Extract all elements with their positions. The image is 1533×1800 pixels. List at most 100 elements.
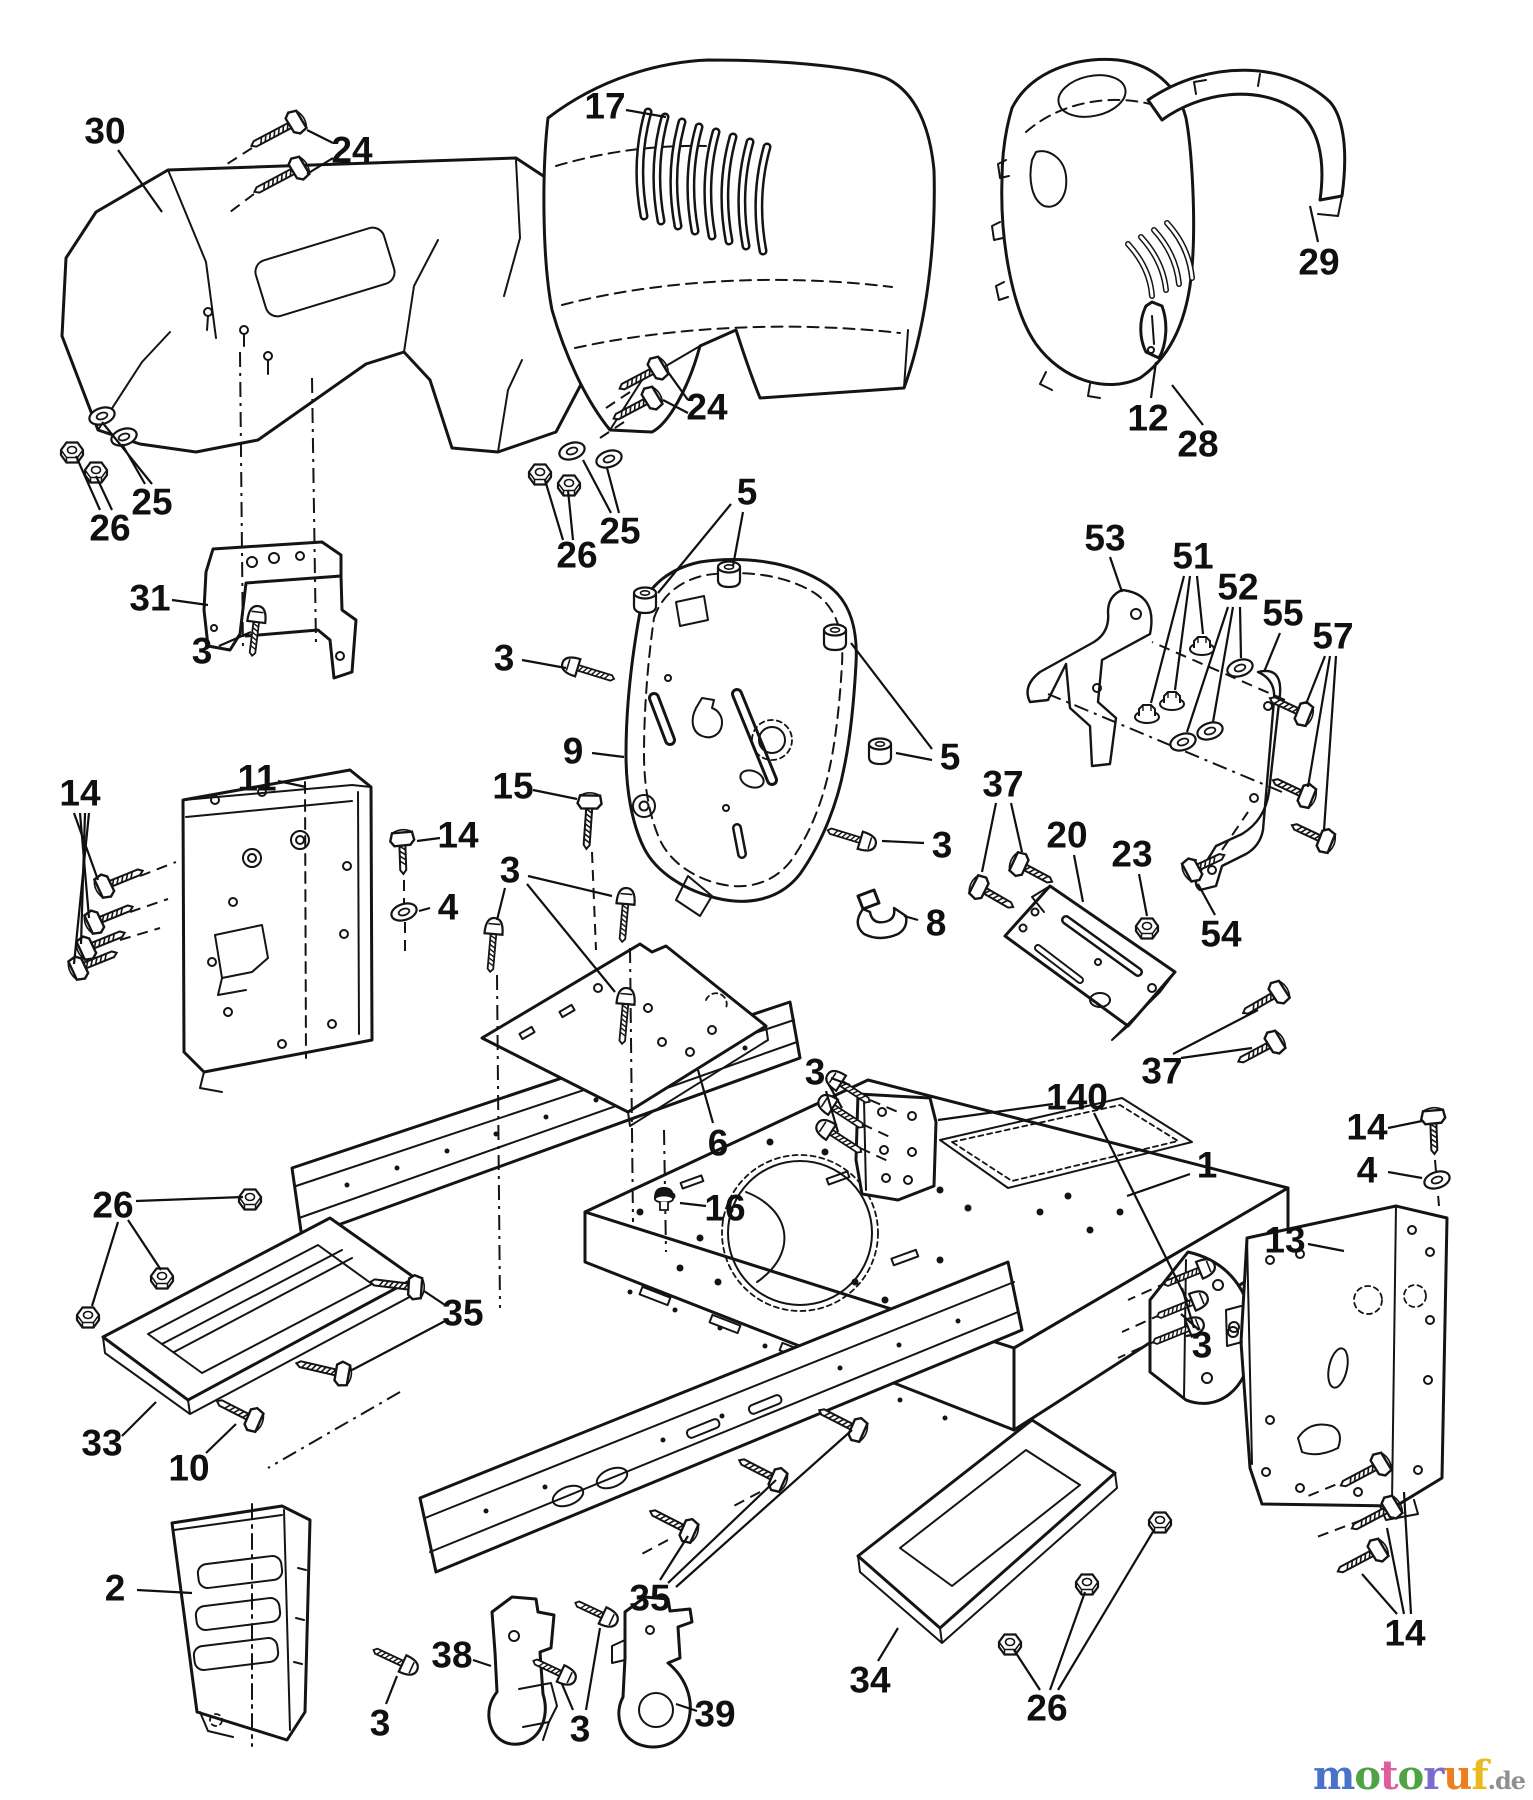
part-number-label: 57 bbox=[1312, 616, 1353, 657]
part-number-label: 3 bbox=[494, 638, 515, 679]
hw-flangenut-part-51 bbox=[1134, 704, 1160, 724]
hw-nut-part-26 bbox=[1074, 1573, 1100, 1596]
hw-bolt-part-57 bbox=[1268, 696, 1315, 728]
leader-line bbox=[903, 914, 919, 922]
watermark-logo: motoruf.de bbox=[1313, 1756, 1526, 1796]
watermark-letter: o bbox=[1397, 1752, 1425, 1799]
leader-line bbox=[667, 1479, 777, 1584]
leader-line bbox=[1137, 873, 1149, 917]
frame-rail-lower bbox=[418, 1260, 1024, 1574]
watermark-letter: r bbox=[1423, 1752, 1444, 1799]
hw-nut-part-26 bbox=[997, 1633, 1023, 1656]
leader-line bbox=[526, 883, 616, 993]
fender-deck-30 bbox=[60, 156, 606, 454]
footrest-33 bbox=[101, 1216, 418, 1415]
part-number-label: 3 bbox=[500, 850, 521, 891]
hw-bushing-part-5 bbox=[867, 737, 893, 766]
hood-17 bbox=[542, 58, 936, 434]
hw-bolt-part-24 bbox=[252, 155, 311, 194]
leader-line bbox=[351, 1319, 448, 1371]
hw-nut-part-26 bbox=[59, 441, 85, 464]
hw-screw-part-3 bbox=[615, 986, 636, 1046]
hw-nut-part-26 bbox=[83, 461, 109, 484]
hw-bolt-part-35 bbox=[817, 1408, 869, 1444]
leader-line bbox=[1361, 1573, 1398, 1615]
part-number-label: 5 bbox=[940, 737, 961, 778]
part-number-label: 9 bbox=[563, 731, 584, 772]
part-number-label: 35 bbox=[442, 1293, 483, 1334]
part-number-label: 15 bbox=[492, 766, 533, 807]
leader-line bbox=[591, 751, 625, 759]
hw-washer-part-4 bbox=[1423, 1170, 1451, 1190]
cable-clip-8 bbox=[856, 888, 908, 940]
leader-line bbox=[659, 1535, 689, 1581]
hood-latch-12 bbox=[1139, 300, 1168, 360]
part-number-label: 14 bbox=[1346, 1107, 1388, 1148]
hw-nut-part-23 bbox=[1134, 917, 1160, 940]
leader-line bbox=[1173, 575, 1192, 691]
leader-line bbox=[937, 1102, 1054, 1122]
part-number-label: 8 bbox=[926, 903, 947, 944]
leader-line bbox=[95, 475, 113, 511]
leader-line bbox=[1180, 1313, 1200, 1331]
hw-bolt-part-14 bbox=[1350, 1494, 1404, 1531]
bracket-38 bbox=[487, 1595, 558, 1746]
leader-line bbox=[1009, 802, 1024, 853]
part-number-label: 24 bbox=[686, 387, 728, 428]
leader-line bbox=[101, 421, 153, 485]
leader-line bbox=[1185, 1331, 1206, 1338]
leader-line bbox=[423, 1290, 446, 1306]
part-number-label: 37 bbox=[982, 764, 1023, 805]
part-number-label: 2 bbox=[105, 1568, 126, 1609]
part-number-label: 14 bbox=[1384, 1613, 1426, 1654]
part-number-label: 26 bbox=[556, 535, 597, 576]
leader-line bbox=[675, 1429, 853, 1588]
part-number-label: 25 bbox=[131, 482, 172, 523]
side-trim-29 bbox=[1146, 68, 1347, 217]
leader-line bbox=[1387, 1119, 1423, 1130]
leader-line bbox=[1185, 606, 1230, 733]
hw-screw-part-3 bbox=[1162, 1258, 1216, 1287]
part-number-label: 26 bbox=[89, 508, 130, 549]
part-number-label: 34 bbox=[849, 1660, 891, 1701]
hw-plug-part-16 bbox=[653, 1186, 675, 1211]
part-number-label: 20 bbox=[1046, 815, 1087, 856]
leader-line bbox=[306, 129, 334, 144]
hw-bolt-part-37 bbox=[1007, 850, 1054, 884]
hw-screw-part-3 bbox=[615, 886, 636, 944]
leader-line bbox=[416, 836, 441, 843]
part-number-label: 140 bbox=[1046, 1077, 1108, 1118]
hw-screw-part-3 bbox=[372, 1647, 419, 1676]
hw-nut-part-26 bbox=[149, 1267, 175, 1290]
part-number-label: 26 bbox=[92, 1185, 133, 1226]
leader-line bbox=[532, 788, 578, 801]
part-number-label: 14 bbox=[437, 815, 479, 856]
hw-bolt-part-14 bbox=[388, 828, 416, 876]
hw-nut-part-26 bbox=[1147, 1511, 1173, 1534]
leader-line bbox=[662, 399, 689, 414]
leader-line bbox=[1262, 632, 1282, 673]
part-number-label: 3 bbox=[370, 1703, 391, 1744]
lift-bracket-53 bbox=[1026, 588, 1153, 768]
hw-bolt-part-57 bbox=[1271, 778, 1318, 810]
leader-line bbox=[1238, 606, 1243, 659]
leader-line bbox=[1304, 655, 1327, 705]
hw-nut-part-26 bbox=[527, 463, 553, 486]
leader-line bbox=[560, 1683, 575, 1711]
hw-nut-part-26 bbox=[237, 1188, 263, 1211]
leader-line bbox=[582, 459, 612, 514]
leader-line bbox=[90, 1221, 120, 1307]
footrest-34 bbox=[856, 1418, 1118, 1644]
lift-bracket-55 bbox=[1183, 669, 1282, 892]
watermark-letter: t bbox=[1380, 1752, 1399, 1799]
leader-line bbox=[218, 630, 252, 648]
leader-line bbox=[384, 1675, 399, 1705]
leader-line bbox=[1197, 883, 1216, 916]
hw-washer-part-25 bbox=[595, 449, 623, 469]
hardware-layer bbox=[59, 109, 1451, 1686]
hw-screw-part-3 bbox=[532, 1658, 577, 1686]
part-number-label: 17 bbox=[584, 86, 625, 127]
leader-line bbox=[306, 157, 334, 175]
leader-line bbox=[205, 1423, 237, 1454]
part-number-label: 3 bbox=[805, 1052, 826, 1093]
